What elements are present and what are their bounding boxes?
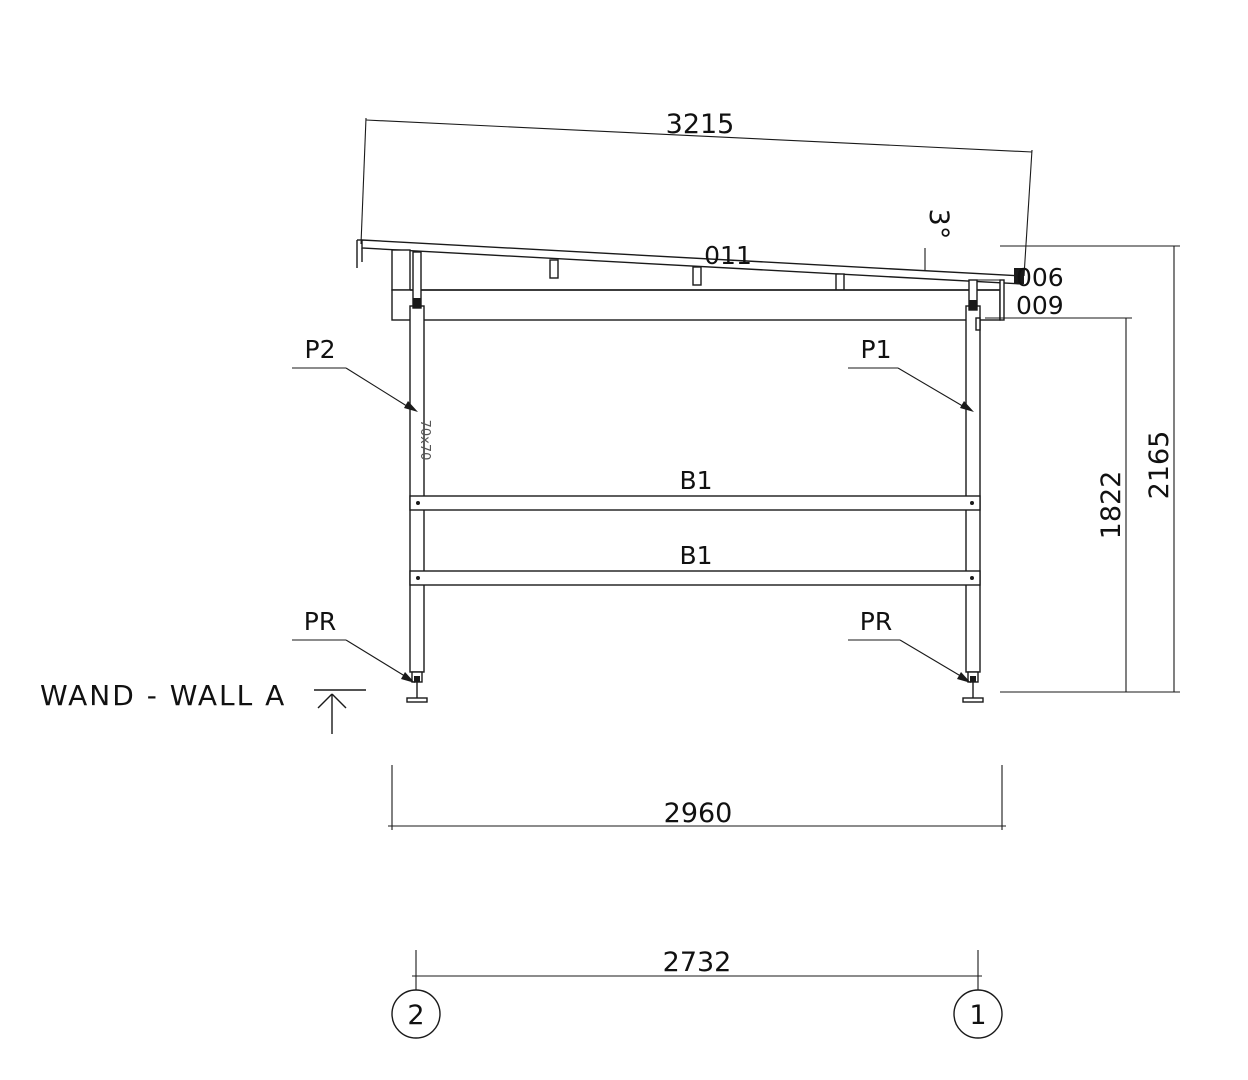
beam-lower-label: B1 <box>679 541 712 570</box>
part-006-label: 006 <box>1016 263 1064 292</box>
roof-length-dimension: 3215 <box>360 109 1033 277</box>
total-height-label: 2165 <box>1144 431 1175 500</box>
axis-marker-1: 1 <box>953 989 1003 1039</box>
wall-section-marker: WAND - WALL A <box>40 679 366 734</box>
axis-spacing-label: 2732 <box>663 947 732 978</box>
wall-label: WAND - WALL A <box>40 679 286 712</box>
top-beam: 006 009 <box>391 249 1064 321</box>
roof-angle-indicator: 3° <box>923 209 954 278</box>
roof-part-label: 011 <box>704 241 752 270</box>
leader-pr-right: PR <box>848 607 971 683</box>
post-left-label: P2 <box>305 335 336 364</box>
leader-p1: P1 <box>848 335 974 412</box>
overall-width-label: 2960 <box>664 798 733 829</box>
axis-marker-2: 2 <box>391 989 441 1039</box>
beam-upper: B1 <box>409 466 981 511</box>
beam-height-label: 1822 <box>1096 471 1127 540</box>
post-right-label: P1 <box>861 335 892 364</box>
beam-lower: B1 <box>409 541 981 586</box>
purlin-bracket <box>692 266 702 286</box>
part-009-label: 009 <box>1016 291 1064 320</box>
overall-width-dimension: 2960 <box>388 765 1006 830</box>
leader-pr-left: PR <box>292 607 415 683</box>
post-right <box>965 279 981 673</box>
beam-upper-label: B1 <box>679 466 712 495</box>
foot-left <box>406 671 428 703</box>
foot-left-label: PR <box>304 607 336 636</box>
foot-right-label: PR <box>860 607 892 636</box>
post-section-label: 70x70 <box>417 420 432 461</box>
foot-right <box>962 671 984 703</box>
roof-angle-label: 3° <box>923 209 954 240</box>
axis-right-label: 1 <box>969 1000 986 1031</box>
axis-left-label: 2 <box>407 1000 424 1031</box>
axis-spacing-dimension: 2732 <box>412 947 982 990</box>
leader-p2: P2 <box>292 335 418 412</box>
roof-length-label: 3215 <box>666 109 735 140</box>
height-dimensions: 1822 2165 <box>985 245 1180 693</box>
roof-panel: 011 <box>356 239 1023 293</box>
purlin-bracket <box>549 259 559 279</box>
